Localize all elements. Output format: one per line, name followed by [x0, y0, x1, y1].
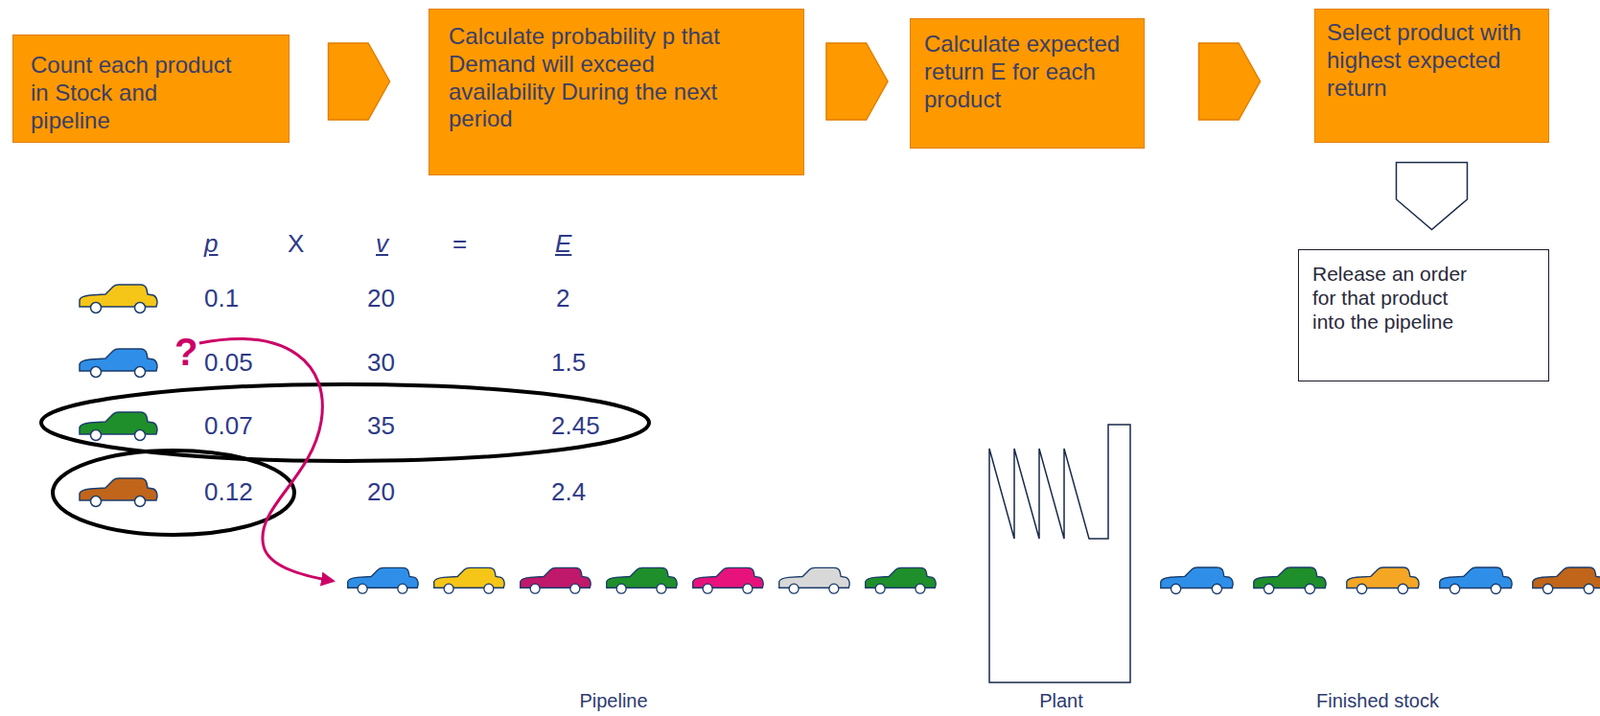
column-header: p	[204, 230, 218, 259]
highlight-ellipse	[52, 450, 295, 535]
process-box: Calculate probability p that Demand will…	[428, 8, 805, 176]
car-icon	[520, 567, 591, 594]
area-label: Plant	[1039, 690, 1084, 713]
car-icon	[693, 567, 764, 594]
car-icon	[79, 412, 158, 441]
box-text: Calculate expected return E for each pro…	[924, 30, 1136, 114]
table-cell: 0.12	[204, 478, 254, 508]
process-box: Count each product in Stock and pipeline	[12, 34, 290, 143]
box-text: Count each product in Stock and pipeline	[30, 51, 242, 135]
table-cell: 35	[367, 412, 395, 441]
car-icon	[79, 478, 158, 508]
column-header: v	[375, 230, 389, 259]
table-cell: 1.5	[551, 348, 586, 378]
car-icon	[1160, 567, 1233, 594]
car-icon	[1439, 567, 1512, 594]
question-arrow	[199, 339, 333, 581]
car-icon	[606, 567, 677, 594]
table-cell: 2.4	[551, 478, 586, 508]
box-text: Calculate probability p that Demand will…	[448, 23, 752, 134]
car-icon	[1253, 567, 1326, 594]
car-icon	[347, 567, 418, 594]
action-box: Release an order for that product into t…	[1298, 249, 1550, 382]
table-cell: 0.05	[204, 348, 254, 378]
car-icon	[1346, 567, 1419, 594]
table-cell: 30	[367, 348, 395, 378]
table-cell: 0.07	[204, 412, 254, 441]
car-icon	[1532, 567, 1600, 594]
chevron-arrow	[1396, 162, 1468, 231]
box-text: Select product with highest expected ret…	[1326, 19, 1541, 102]
table-cell: 20	[367, 284, 395, 314]
car-icon	[865, 567, 936, 594]
box-text: Release an order for that product into t…	[1312, 261, 1475, 335]
car-icon	[434, 567, 505, 594]
table-cell: 0.1	[204, 284, 239, 314]
table-cell: 2.45	[551, 412, 601, 441]
process-box: Calculate expected return E for each pro…	[909, 18, 1145, 149]
car-icon	[779, 567, 850, 594]
car-icon	[79, 284, 158, 314]
operator: X	[287, 230, 304, 259]
factory-symbol	[989, 424, 1131, 683]
car-icon	[79, 348, 158, 378]
operator: =	[452, 230, 467, 259]
area-label: Pipeline	[579, 690, 648, 713]
area-label: Finished stock	[1316, 690, 1439, 713]
highlight-ellipse	[41, 384, 650, 462]
process-box: Select product with highest expected ret…	[1314, 8, 1550, 143]
question-mark: ?	[174, 329, 198, 374]
table-cell: 2	[556, 284, 570, 314]
column-header: E	[555, 230, 572, 259]
chevron-arrow	[328, 43, 391, 120]
chevron-arrow	[826, 43, 888, 120]
chevron-arrow	[1199, 43, 1261, 120]
table-cell: 20	[367, 478, 395, 508]
